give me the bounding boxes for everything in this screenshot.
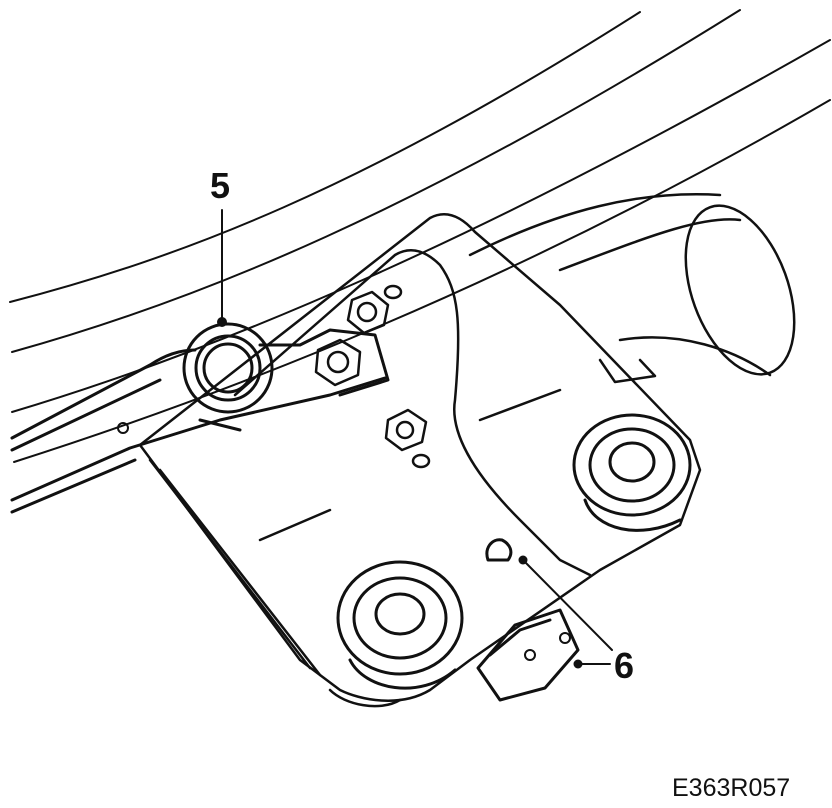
motor-housing xyxy=(138,213,702,708)
callout-label-5: 5 xyxy=(210,165,230,206)
pivot-bush xyxy=(182,322,274,414)
leader-dot-6b xyxy=(573,659,583,669)
callout-label-6: 6 xyxy=(614,645,634,686)
wiper-motor-body xyxy=(468,193,796,384)
leader-dot-5 xyxy=(217,317,227,327)
mounting-bolts xyxy=(314,284,431,469)
electrical-connector xyxy=(476,608,580,702)
leader-dot-6a xyxy=(518,555,528,565)
leader-lines xyxy=(221,209,613,665)
rubber-mounts xyxy=(336,413,692,690)
housing-slot xyxy=(485,538,513,562)
figure-code: E363R057 xyxy=(672,774,790,802)
wiper-linkage-arm xyxy=(10,328,390,514)
